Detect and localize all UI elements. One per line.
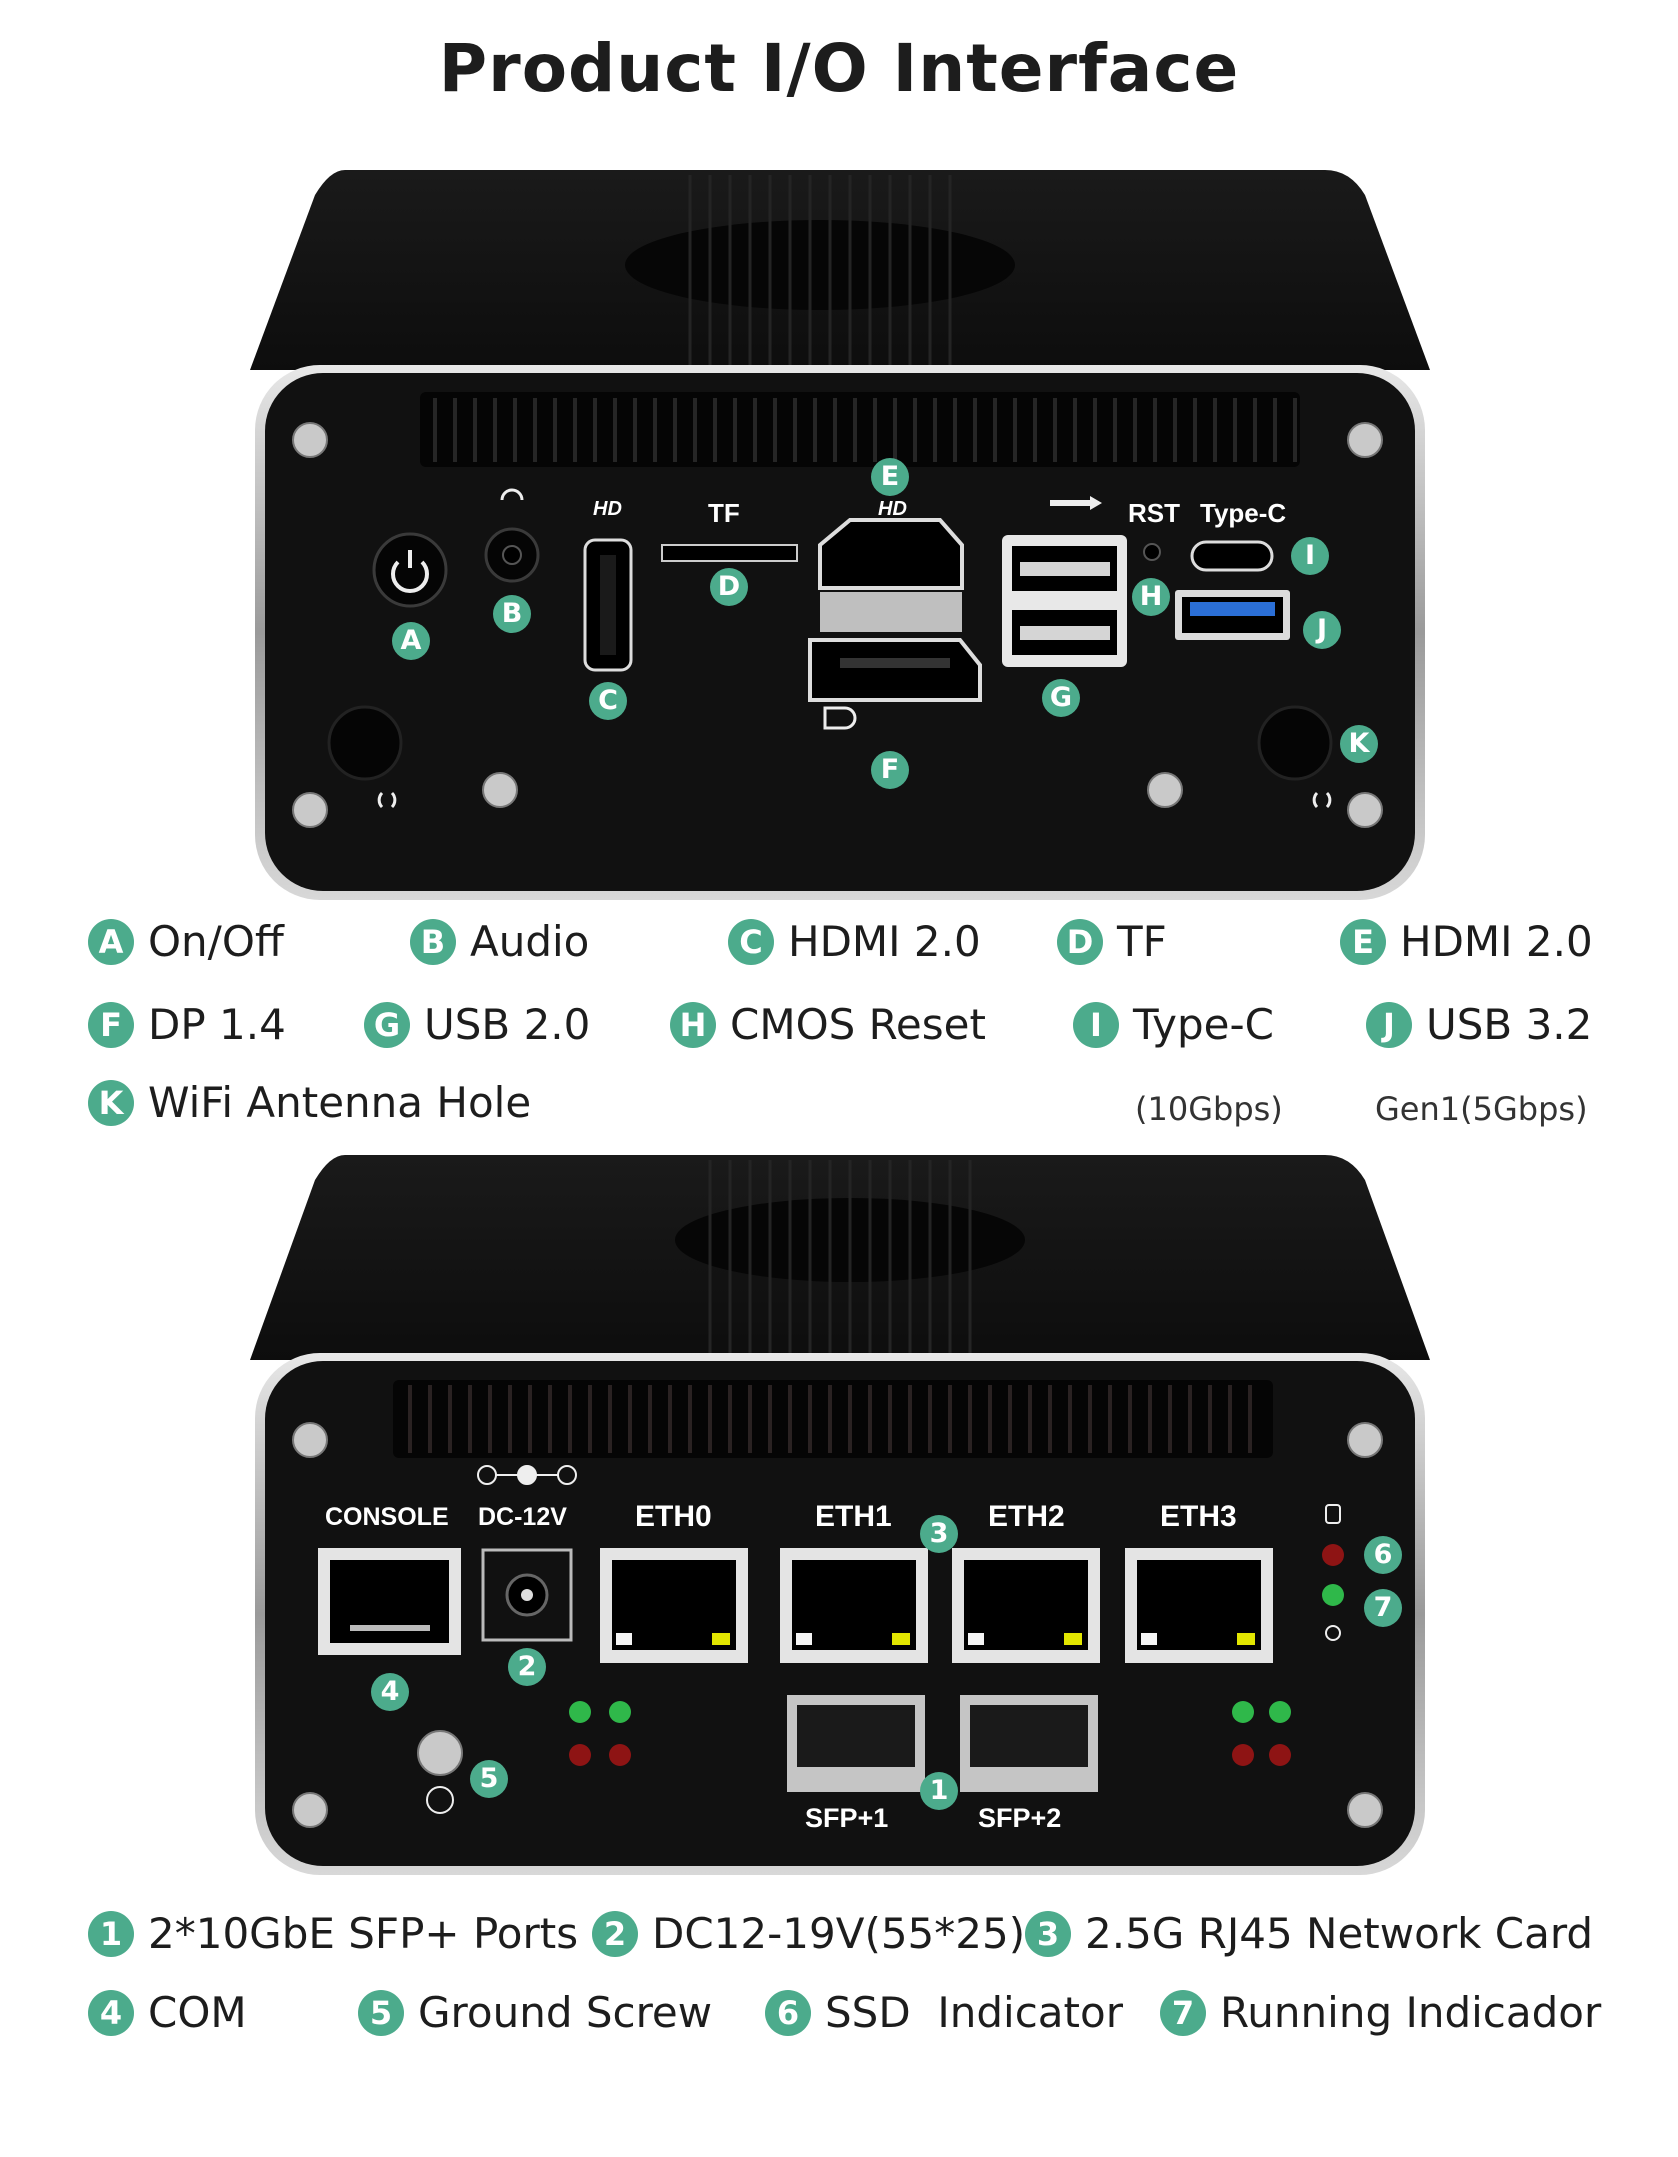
legend-c-badge: C bbox=[728, 918, 774, 965]
top-device-rear-panel: HD TF HD RST Type-C A B C D E F G H I J … bbox=[250, 170, 1430, 900]
legend-6: 6 SSD Indicator bbox=[765, 1988, 1123, 2037]
legend-1-badge: 1 bbox=[88, 1910, 134, 1957]
legend-k-label: WiFi Antenna Hole bbox=[148, 1078, 532, 1127]
legend-5-label: Ground Screw bbox=[418, 1988, 713, 2037]
legend-7-badge: 7 bbox=[1160, 1989, 1206, 2036]
legend-4: 4 COM bbox=[88, 1988, 247, 2037]
legend-j-sublabel: Gen1(5Gbps) bbox=[1375, 1090, 1588, 1128]
bottom-device-body bbox=[250, 1155, 1430, 1875]
badge-a: A bbox=[392, 622, 430, 660]
legend-5-badge: 5 bbox=[358, 1989, 404, 2036]
legend-b-label: Audio bbox=[470, 917, 590, 966]
legend-e: E HDMI 2.0 bbox=[1340, 917, 1593, 966]
console-label: CONSOLE bbox=[325, 1503, 449, 1531]
legend-4-badge: 4 bbox=[88, 1989, 134, 2036]
legend-j-badge: J bbox=[1366, 1001, 1412, 1048]
badge-j: J bbox=[1303, 611, 1341, 649]
badge-3: 3 bbox=[920, 1515, 958, 1553]
eth2-label: ETH2 bbox=[988, 1500, 1065, 1533]
eth0-label: ETH0 bbox=[635, 1500, 712, 1533]
legend-f: F DP 1.4 bbox=[88, 1000, 286, 1049]
legend-3: 3 2.5G RJ45 Network Card bbox=[1025, 1909, 1593, 1958]
legend-e-badge: E bbox=[1340, 918, 1386, 965]
legend-5: 5 Ground Screw bbox=[358, 1988, 712, 2037]
badge-i: I bbox=[1291, 537, 1329, 575]
badge-1: 1 bbox=[920, 1772, 958, 1810]
legend-k: K WiFi Antenna Hole bbox=[88, 1078, 531, 1127]
badge-2: 2 bbox=[508, 1648, 546, 1686]
legend-i-badge: I bbox=[1073, 1001, 1119, 1048]
badge-c: C bbox=[589, 682, 627, 720]
legend-b-badge: B bbox=[410, 918, 456, 965]
legend-d-badge: D bbox=[1057, 918, 1103, 965]
legend-g-badge: G bbox=[364, 1001, 410, 1048]
eth1-label: ETH1 bbox=[815, 1500, 892, 1533]
legend-j: J USB 3.2 bbox=[1366, 1000, 1592, 1049]
hd-logo-right: HD bbox=[878, 498, 907, 520]
legend-a-label: On/Off bbox=[148, 917, 284, 966]
legend-b: B Audio bbox=[410, 917, 589, 966]
legend-2: 2 DC12-19V(55*25) bbox=[592, 1909, 1025, 1958]
legend-7: 7 Running Indicador bbox=[1160, 1988, 1601, 2037]
legend-g-label: USB 2.0 bbox=[424, 1000, 591, 1049]
legend-f-badge: F bbox=[88, 1001, 134, 1048]
legend-4-label: COM bbox=[148, 1988, 247, 2037]
badge-5: 5 bbox=[470, 1760, 508, 1798]
legend-3-badge: 3 bbox=[1025, 1910, 1071, 1957]
legend-k-badge: K bbox=[88, 1079, 134, 1126]
badge-e: E bbox=[871, 458, 909, 496]
legend-d: D TF bbox=[1057, 917, 1167, 966]
legend-3-label: 2.5G RJ45 Network Card bbox=[1085, 1909, 1594, 1958]
eth3-label: ETH3 bbox=[1160, 1500, 1237, 1533]
page-title: Product I/O Interface bbox=[438, 30, 1240, 107]
top-device-body bbox=[250, 170, 1430, 900]
sfp1-label: SFP+1 bbox=[805, 1803, 889, 1833]
legend-g: G USB 2.0 bbox=[364, 1000, 590, 1049]
legend-d-label: TF bbox=[1117, 917, 1167, 966]
badge-f: F bbox=[871, 751, 909, 789]
legend-f-label: DP 1.4 bbox=[148, 1000, 286, 1049]
rst-label: RST bbox=[1128, 498, 1180, 528]
dc-label: DC-12V bbox=[478, 1503, 567, 1531]
legend-h-badge: H bbox=[670, 1001, 716, 1048]
legend-1-label: 2*10GbE SFP+ Ports bbox=[148, 1909, 579, 1958]
badge-b: B bbox=[493, 595, 531, 633]
badge-g: G bbox=[1042, 679, 1080, 717]
hd-logo-left: HD bbox=[593, 498, 622, 520]
typec-label: Type-C bbox=[1200, 498, 1287, 528]
legend-j-label: USB 3.2 bbox=[1426, 1000, 1593, 1049]
legend-a-badge: A bbox=[88, 918, 134, 965]
legend-c-label: HDMI 2.0 bbox=[788, 917, 981, 966]
badge-4: 4 bbox=[371, 1673, 409, 1711]
legend-i-sublabel: (10Gbps) bbox=[1135, 1090, 1283, 1128]
legend-i: I Type-C bbox=[1073, 1000, 1274, 1049]
legend-2-badge: 2 bbox=[592, 1910, 638, 1957]
badge-7: 7 bbox=[1364, 1589, 1402, 1627]
legend-6-label: SSD Indicator bbox=[825, 1988, 1123, 2037]
badge-h: H bbox=[1132, 578, 1170, 616]
legend-h-label: CMOS Reset bbox=[730, 1000, 986, 1049]
badge-d: D bbox=[710, 568, 748, 606]
badge-6: 6 bbox=[1364, 1536, 1402, 1574]
sfp2-label: SFP+2 bbox=[978, 1803, 1062, 1833]
legend-c: C HDMI 2.0 bbox=[728, 917, 981, 966]
legend-6-badge: 6 bbox=[765, 1989, 811, 2036]
legend-e-label: HDMI 2.0 bbox=[1400, 917, 1593, 966]
legend-1: 1 2*10GbE SFP+ Ports bbox=[88, 1909, 578, 1958]
legend-h: H CMOS Reset bbox=[670, 1000, 986, 1049]
badge-k: K bbox=[1340, 725, 1378, 763]
tf-label: TF bbox=[708, 498, 740, 528]
legend-7-label: Running Indicador bbox=[1220, 1988, 1602, 2037]
legend-i-label: Type-C bbox=[1133, 1000, 1274, 1049]
bottom-device-rear-panel: CONSOLE DC-12V ETH0 ETH1 ETH2 ETH3 SFP+1… bbox=[250, 1155, 1430, 1875]
legend-2-label: DC12-19V(55*25) bbox=[652, 1909, 1026, 1958]
legend-a: A On/Off bbox=[88, 917, 284, 966]
